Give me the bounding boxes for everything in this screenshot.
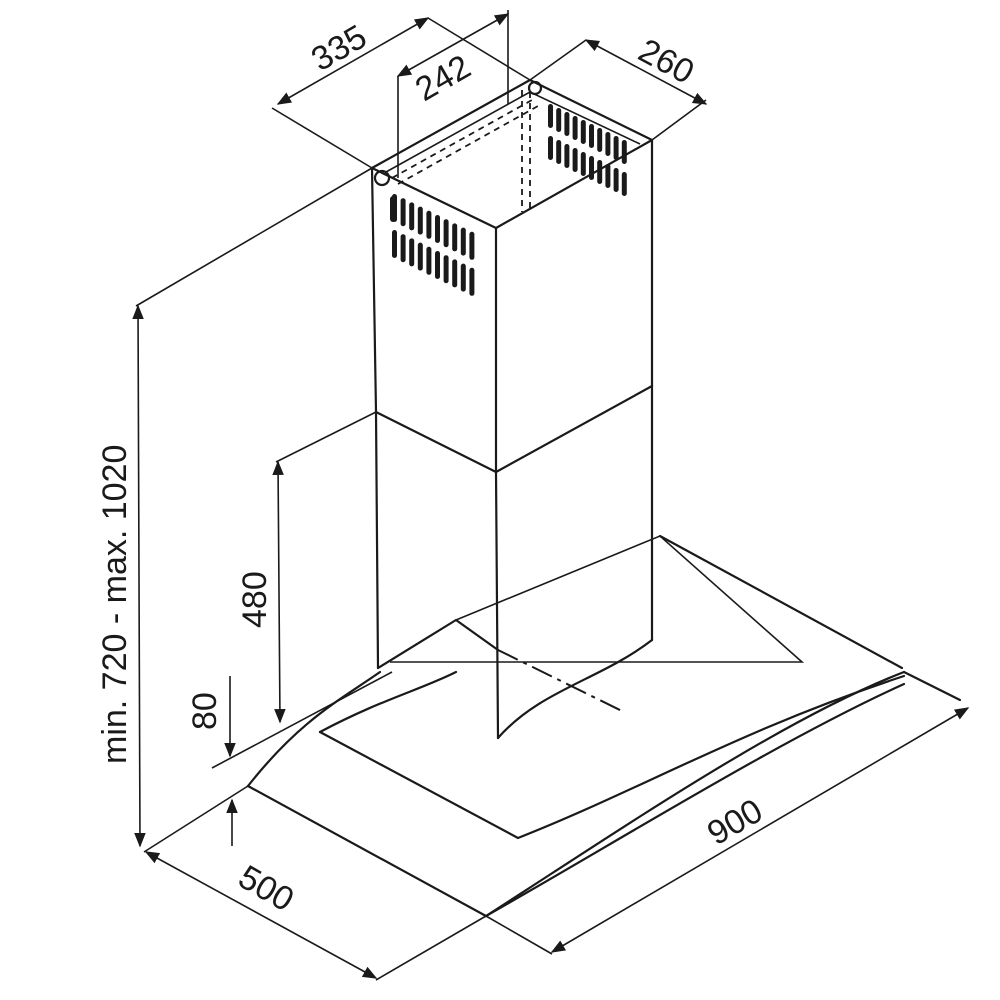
vent-slot [400, 198, 406, 227]
vent-slot [605, 132, 611, 156]
dim-335 [271, 17, 531, 169]
label-height-range: min. 720 - max. 1020 [96, 445, 134, 764]
vent-slot [460, 263, 466, 292]
dim-80 [211, 671, 393, 846]
vent-slot [426, 246, 432, 275]
vent-slot [443, 255, 449, 284]
vent-slot [580, 120, 586, 144]
vent-slot [417, 206, 423, 235]
label-480: 480 [236, 571, 274, 628]
label-335: 335 [305, 18, 373, 79]
vent-slot [460, 227, 466, 256]
vent-slot [621, 172, 627, 196]
vent-slot [613, 168, 619, 192]
vent-slot [589, 156, 594, 180]
vent-slot [564, 144, 570, 168]
vent-slot [452, 223, 458, 252]
dim-242 [396, 10, 510, 178]
vent-slot [417, 242, 423, 271]
vent-slot [392, 194, 397, 222]
vent-slot [589, 124, 594, 148]
vent-slot [435, 251, 440, 279]
vent-slot [580, 152, 586, 176]
vent-slot [409, 238, 415, 267]
vent-slot [572, 148, 578, 172]
hood-canopy [246, 534, 962, 918]
vent-slot [548, 104, 553, 128]
dim-480 [272, 411, 377, 724]
vent-slot [426, 210, 432, 239]
vent-slot [597, 160, 603, 184]
chimney-lower [374, 384, 654, 740]
dim-500 [143, 785, 487, 981]
vent-slot [605, 164, 611, 188]
vent-slot [443, 219, 449, 248]
vent-slot [556, 108, 562, 132]
vent-slot [556, 140, 562, 164]
vent-slots-left [392, 194, 475, 296]
vent-slots-right [548, 104, 627, 196]
vent-slot [469, 267, 475, 296]
dim-height-range [132, 167, 373, 848]
vent-slot [564, 112, 570, 136]
vent-slot [572, 116, 578, 140]
label-80: 80 [186, 692, 224, 730]
vent-slot [597, 128, 603, 152]
label-260: 260 [632, 32, 700, 92]
vent-slot [435, 215, 440, 243]
dim-900 [485, 707, 970, 955]
label-900: 900 [701, 792, 769, 853]
vent-slot [621, 140, 627, 164]
vent-slot [392, 230, 397, 258]
label-500: 500 [232, 858, 300, 919]
label-242: 242 [409, 48, 477, 109]
vent-slot [548, 136, 553, 160]
vent-slot [452, 259, 458, 288]
dim-260 [529, 39, 708, 141]
vent-slot [409, 202, 415, 231]
vent-slot [613, 136, 619, 160]
vent-slot [400, 234, 406, 263]
vent-slot [469, 231, 475, 260]
